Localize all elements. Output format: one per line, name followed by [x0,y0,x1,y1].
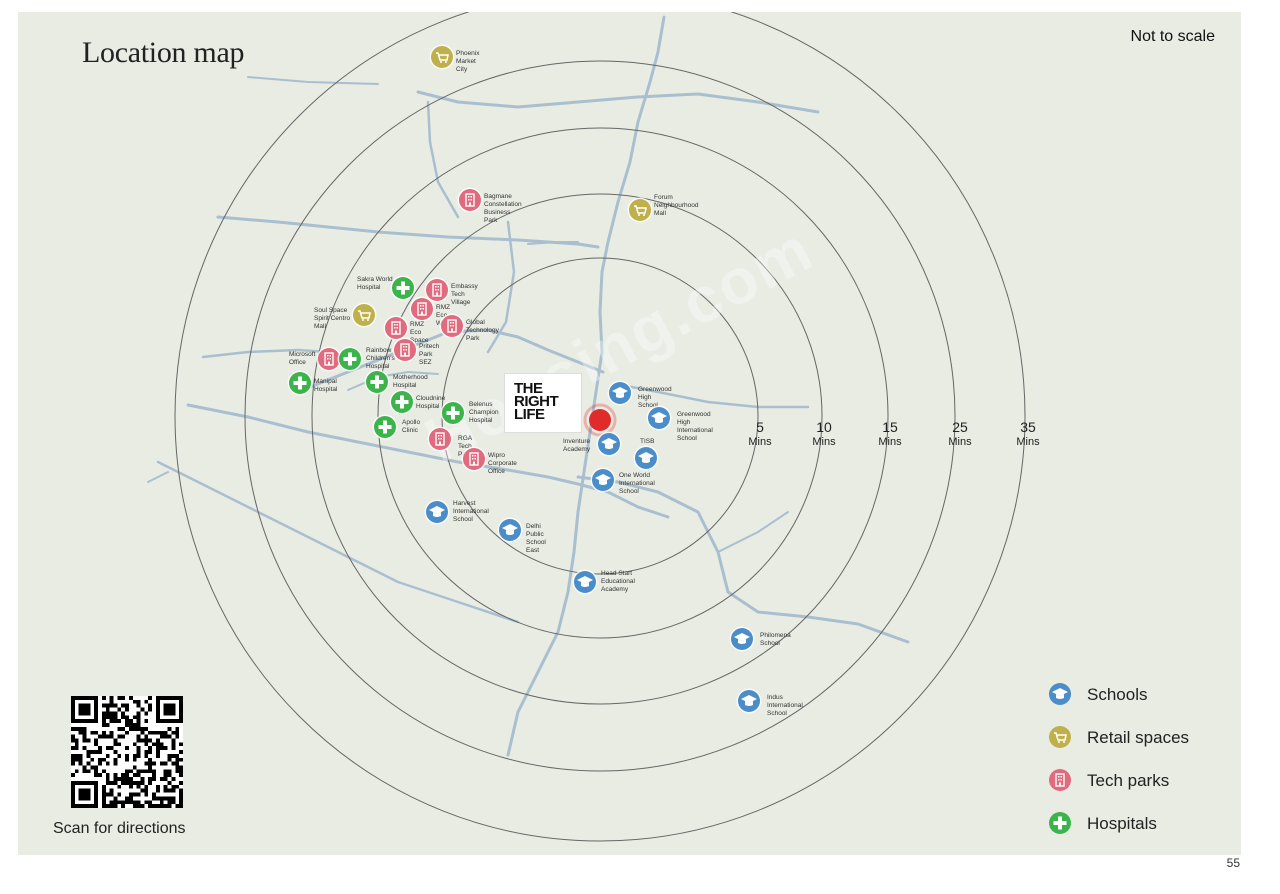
legend-label: Hospitals [1087,814,1157,833]
graduation-cap-icon [738,690,760,712]
poi-label: Philomena School [760,632,791,647]
qr-code[interactable] [70,696,184,808]
building-icon [318,348,340,370]
shopping-cart-icon [629,199,651,221]
poi-label: Harvest International School [453,500,489,523]
qr-caption: Scan for directions [53,820,186,837]
project-location-halo [583,403,617,437]
graduation-cap-icon [609,382,631,404]
map-base-layer [147,12,1026,842]
building-icon [429,428,451,450]
plus-cross-icon [391,391,413,413]
poi-label: Greenwood High School [638,386,672,409]
poi-label: Sakra World Hospital [357,276,393,291]
poi-label: Global Technology Park [466,319,499,342]
roads [147,15,910,757]
plus-cross-icon [442,402,464,424]
poi-label: Rainbow Children's Hospital [366,347,395,370]
legend-item-retail: Retail spaces [1049,723,1199,766]
building-icon [394,339,416,361]
poi-label: Forum Neighbourhood Mall [654,194,699,217]
poi-label: RMZ Eco Space [410,321,429,344]
poi-label: Embassy Tech Village [451,283,478,306]
poi-label: Phoenix Market City [456,50,480,73]
poi-label: Manipal Hospital [314,378,338,393]
poi-label: Motherhood Hospital [393,374,428,389]
project-location-pin [589,409,611,431]
legend-label: Schools [1087,685,1148,704]
building-icon [385,317,407,339]
legend-item-hospitals: Hospitals [1049,809,1199,852]
logo-line-1: THE [514,380,543,397]
graduation-cap-icon [598,433,620,455]
plus-cross-icon [374,416,396,438]
poi-label: Soul Space Spirit Centro Mall [314,307,351,330]
poi-label: Greenwood High International School [677,411,713,442]
poi-label: Wipro Corporate Office [488,452,517,475]
poi-label: TISB [640,438,655,445]
poi-label: Head Start Educational Academy [601,570,635,593]
ring-35-min [174,12,1026,842]
page-title: Location map [82,36,245,69]
poi-label: Cloudnine Hospital [416,395,446,410]
plus-cross-icon [1049,812,1071,834]
poi-label: Apollo Clinic [402,419,421,434]
poi-label: Belenus Champion Hospital [469,401,499,424]
poi-label: One World International School [619,472,655,495]
building-icon [1049,769,1071,791]
logo-line-2: RIGHT [514,393,559,410]
ring-10-min [377,193,823,639]
building-icon [411,298,433,320]
legend-item-schools: Schools [1049,680,1199,723]
plus-cross-icon [392,277,414,299]
plus-cross-icon [366,371,388,393]
legend-item-tech-parks: Tech parks [1049,766,1199,809]
graduation-cap-icon [635,447,657,469]
poi-label: Indus International School [767,694,803,717]
graduation-cap-icon [592,469,614,491]
poi-label: Bagmane Constellation Business Park [484,193,522,224]
ring-15-min [311,127,889,705]
scale-note: Not to scale [1130,28,1215,45]
building-icon [463,448,485,470]
graduation-cap-icon [426,501,448,523]
graduation-cap-icon [648,407,670,429]
poi-label: Delhi Public School East [526,523,546,554]
building-icon [459,189,481,211]
building-icon [426,279,448,301]
poi-label: Microsoft Office [289,351,316,366]
plus-cross-icon [339,348,361,370]
poi-label: Pritech Park SEZ [419,343,440,366]
graduation-cap-icon [574,571,596,593]
legend-label: Tech parks [1087,771,1170,790]
project-logo: THE RIGHT LIFE [504,373,582,433]
poi-label: Inventure Academy [563,438,591,453]
shopping-cart-icon [353,304,375,326]
map-legend: Schools Retail spaces Tech parks Hospita… [1049,680,1199,852]
page-number: 55 [1226,856,1240,870]
legend-label: Retail spaces [1087,728,1190,747]
location-map: Housing.com Location map Not to scale TH… [18,12,1241,855]
building-icon [441,315,463,337]
logo-line-3: LIFE [514,406,545,423]
shopping-cart-icon [1049,726,1071,748]
ring-25-min [244,60,956,772]
shopping-cart-icon [431,46,453,68]
plus-cross-icon [289,372,311,394]
graduation-cap-icon [499,519,521,541]
graduation-cap-icon [731,628,753,650]
graduation-cap-icon [1049,683,1071,705]
